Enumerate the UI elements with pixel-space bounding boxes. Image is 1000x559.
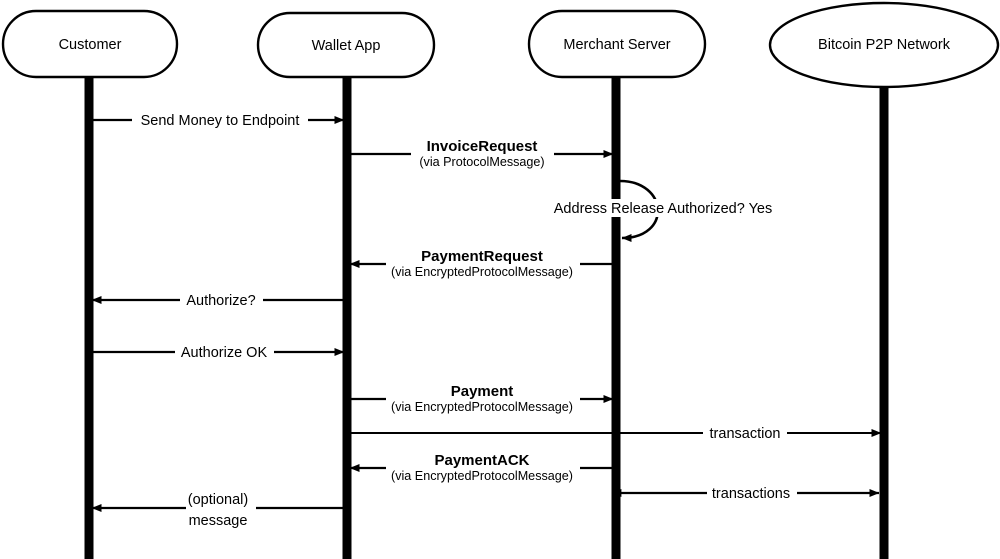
message-payment[interactable]: Payment (via EncryptedProtocolMessage): [351, 383, 614, 414]
message-authorize-ok-label: Authorize OK: [181, 345, 268, 361]
message-optional-message-label: (optional): [188, 492, 248, 508]
actor-customer-label: Customer: [59, 37, 122, 53]
message-payment-ack-sublabel: (via EncryptedProtocolMessage): [391, 469, 573, 483]
message-payment-request-label: PaymentRequest: [421, 248, 543, 265]
message-transactions-label: transactions: [712, 486, 790, 502]
message-authorize-query[interactable]: Authorize?: [91, 290, 343, 310]
actor-bitcoin-network[interactable]: Bitcoin P2P Network: [768, 1, 1000, 89]
message-address-release-authorized-label-bg: [552, 199, 774, 217]
message-invoice-request-sublabel: (via ProtocolMessage): [419, 155, 544, 169]
message-payment-ack-label-bg: [386, 460, 580, 475]
actor-customer[interactable]: Customer: [1, 9, 179, 79]
actor-wallet-app-label: Wallet App: [312, 38, 381, 54]
lifelines-group: [84, 77, 889, 559]
message-transaction-label: transaction: [710, 426, 781, 442]
message-invoice-request[interactable]: InvoiceRequest (via ProtocolMessage): [351, 138, 614, 169]
message-transactions[interactable]: transactions: [611, 483, 880, 503]
message-payment-sublabel: (via EncryptedProtocolMessage): [391, 400, 573, 414]
message-send-money-label: Send Money to Endpoint: [141, 113, 300, 129]
message-address-release-authorized[interactable]: Address Release Authorized? Yes: [552, 179, 774, 242]
actor-merchant-server-shape[interactable]: [527, 9, 707, 79]
message-payment-ack[interactable]: PaymentACK (via EncryptedProtocolMessage…: [349, 452, 612, 483]
message-invoice-request-label-bg: [411, 146, 554, 162]
message-transaction-label-bg: [703, 423, 787, 443]
actor-customer-shape[interactable]: [1, 9, 179, 79]
actor-merchant-server[interactable]: Merchant Server: [527, 9, 707, 79]
message-payment-label-bg: [386, 391, 580, 406]
message-send-money-label-bg: [132, 110, 308, 130]
message-optional-message-label-bg: [186, 500, 256, 514]
message-send-money[interactable]: Send Money to Endpoint: [93, 110, 345, 130]
message-transactions-label-bg: [707, 483, 797, 503]
actor-wallet-app[interactable]: Wallet App: [256, 11, 436, 79]
message-payment-request-sublabel: (via EncryptedProtocolMessage): [391, 265, 573, 279]
message-authorize-ok[interactable]: Authorize OK: [93, 342, 345, 362]
message-authorize-query-label: Authorize?: [186, 293, 255, 309]
actor-merchant-server-label: Merchant Server: [563, 37, 670, 53]
actor-bitcoin-network-label: Bitcoin P2P Network: [818, 37, 951, 53]
message-optional-message[interactable]: (optional) message: [91, 492, 343, 529]
message-authorize-query-label-bg: [180, 290, 263, 310]
message-payment-request-label-bg: [386, 256, 580, 271]
actor-wallet-app-shape[interactable]: [256, 11, 436, 79]
message-optional-message-sublabel: message: [189, 513, 248, 529]
actor-bitcoin-network-shape[interactable]: [768, 1, 1000, 89]
message-payment-request[interactable]: PaymentRequest (via EncryptedProtocolMes…: [349, 248, 612, 279]
message-invoice-request-label: InvoiceRequest: [427, 138, 538, 155]
message-payment-label: Payment: [451, 383, 514, 400]
message-payment-ack-label: PaymentACK: [434, 452, 529, 469]
message-authorize-ok-label-bg: [175, 342, 274, 362]
message-transaction[interactable]: transaction: [349, 423, 882, 443]
message-address-release-authorized-label: Address Release Authorized? Yes: [554, 201, 772, 217]
